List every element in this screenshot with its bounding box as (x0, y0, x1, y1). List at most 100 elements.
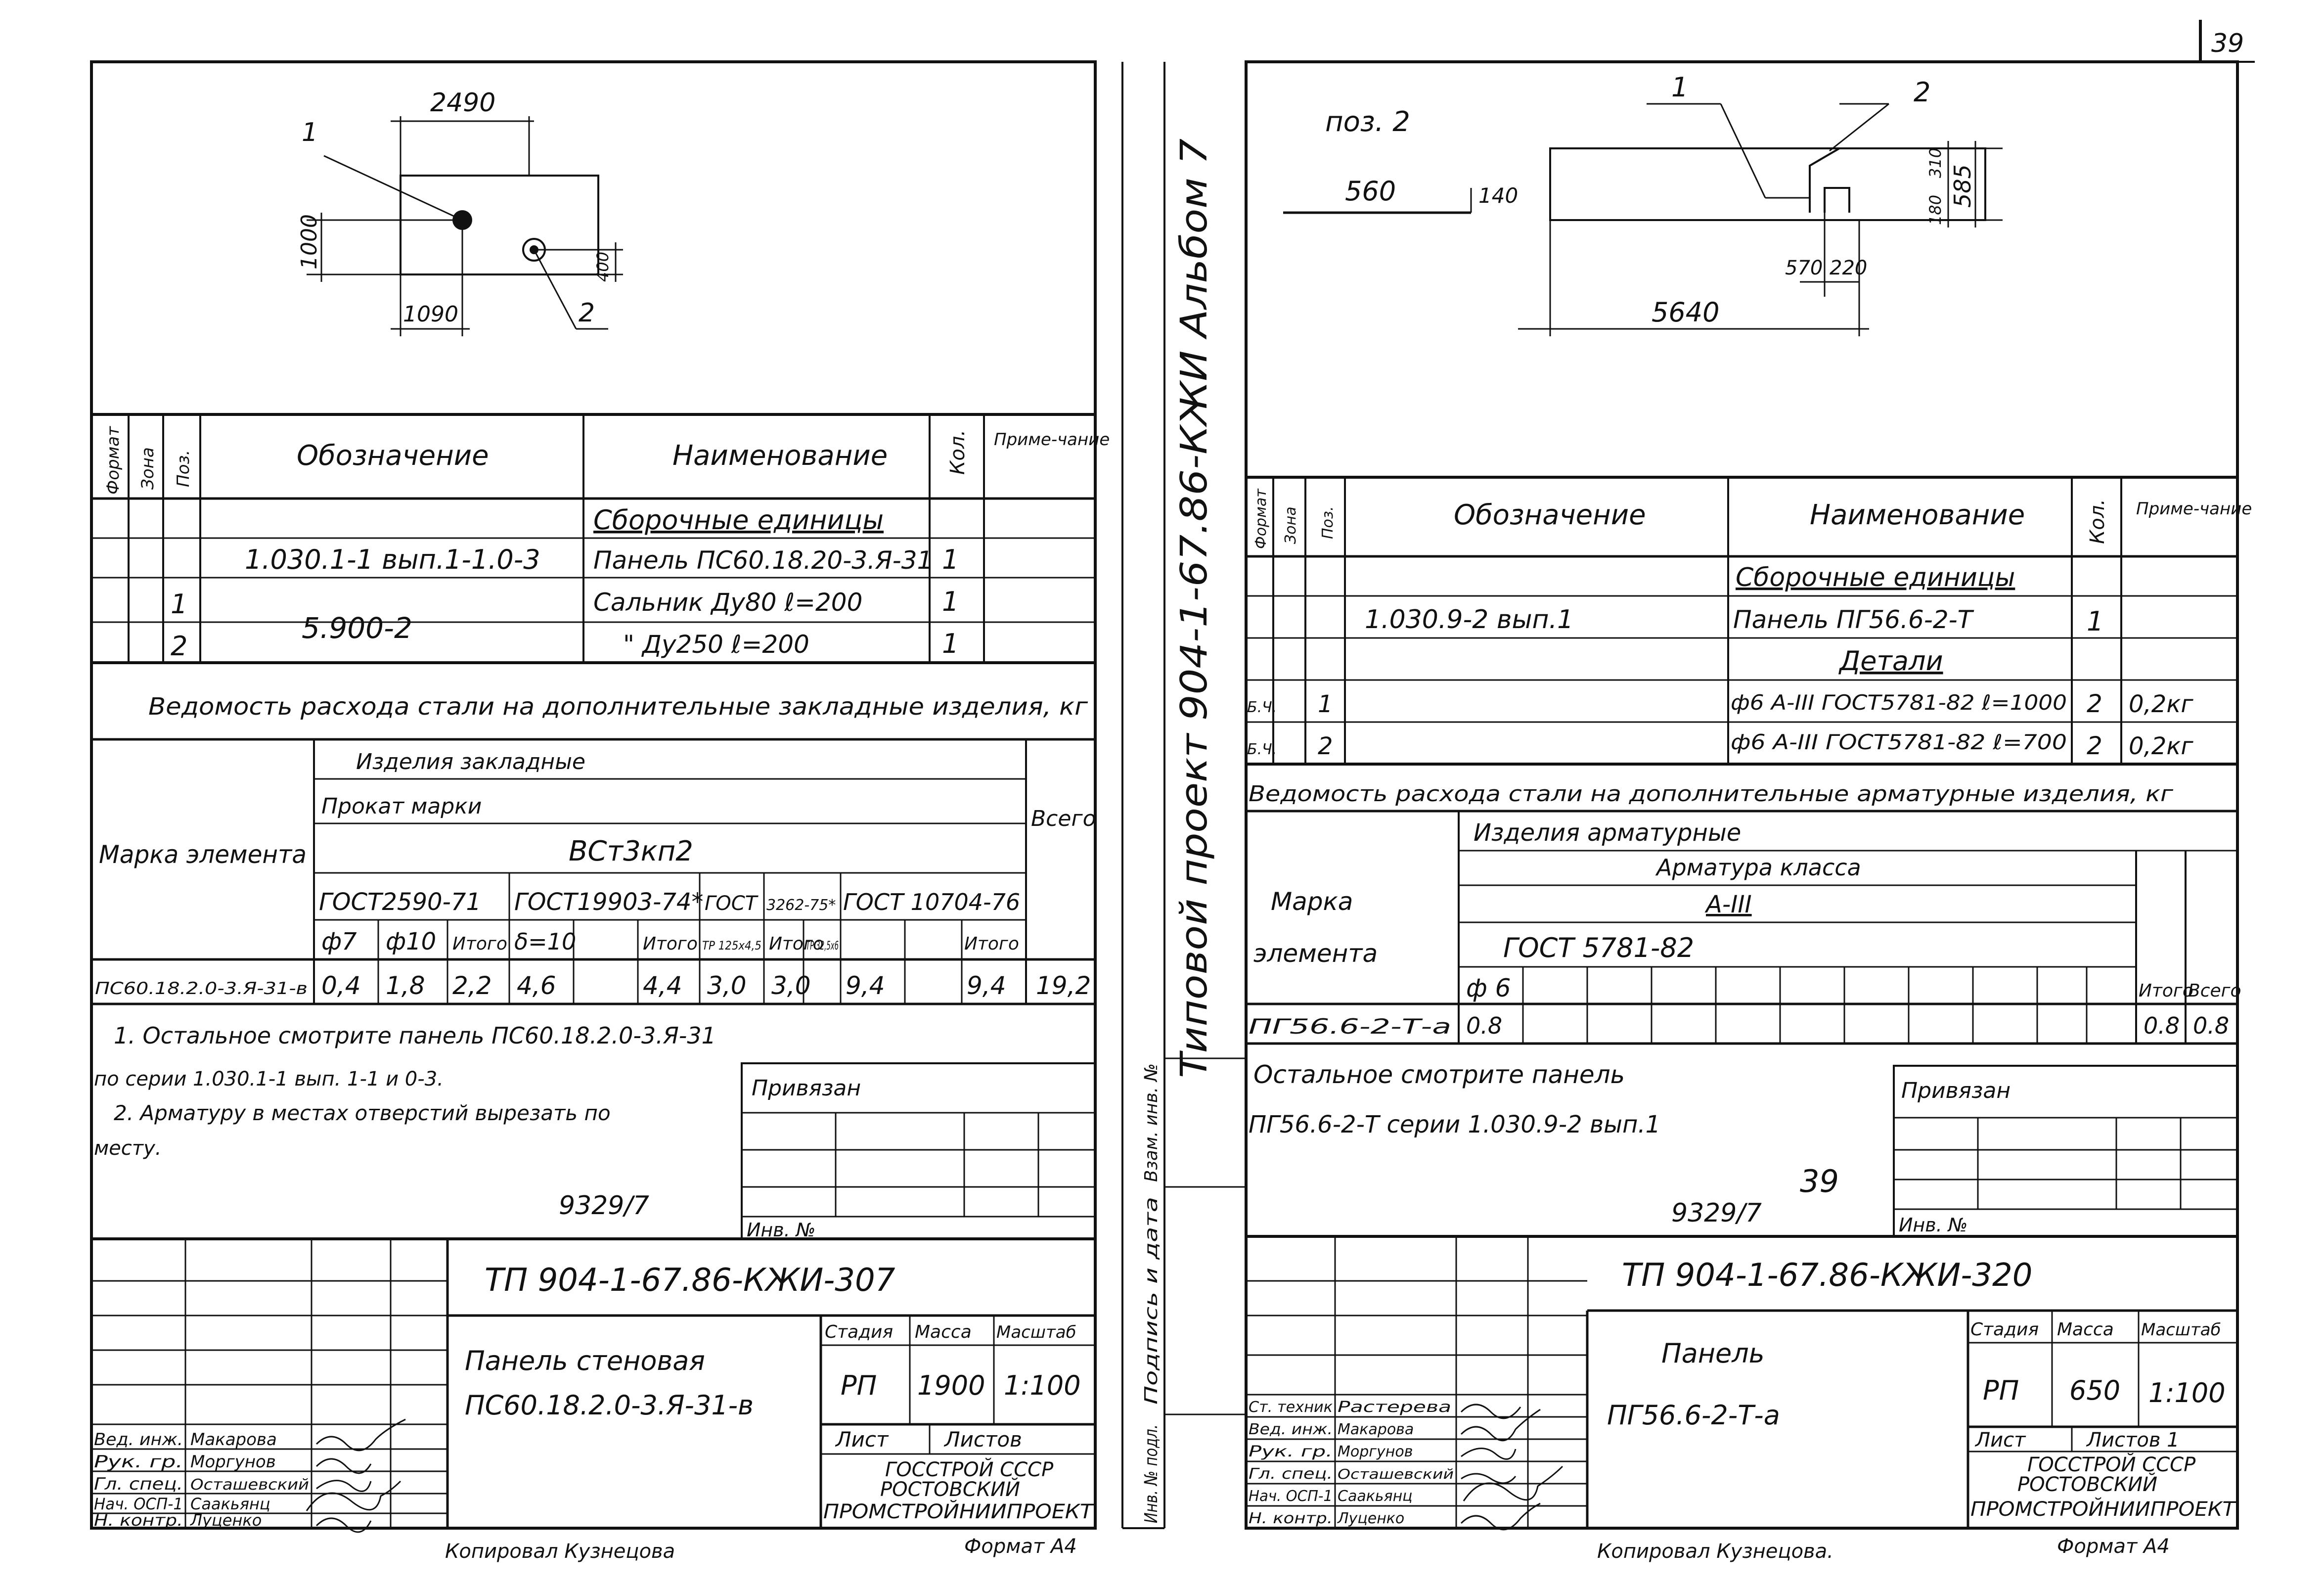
mass-value: 650 (2069, 1375, 2120, 1406)
steel-group1: Изделия арматурные (1474, 819, 1741, 847)
detail2-note: 0,2кг (2129, 732, 2193, 760)
stage-value: РП (841, 1370, 877, 1401)
right-bound-block: Привязан Инв. № 9329/7 (1671, 1065, 2238, 1237)
dim-2490: 2490 (430, 88, 495, 118)
org-1: ГОССТРОЙ СССР (885, 1457, 1054, 1481)
mass-value: 1900 (917, 1370, 985, 1401)
scale-label: Масштаб (2141, 1320, 2221, 1340)
bound-label: Привязан (752, 1076, 861, 1101)
hdr-designation: Обозначение (1454, 499, 1646, 531)
center-strip: Типовой проект 904-1-67.86-КЖИ Альбом 7 … (1121, 62, 1246, 1529)
hdr-note: Приме-чание (994, 430, 1110, 450)
signature-scribble (1463, 1465, 1564, 1501)
hdr-qty: Кол. (946, 430, 969, 475)
signer-name-2: Макарова (1338, 1421, 1414, 1438)
order-no: 9329/7 (559, 1191, 649, 1221)
copied-by: Копировал Кузнецова (445, 1540, 675, 1563)
col-format: Формат (1252, 488, 1270, 549)
steel-group2: Прокат марки (321, 794, 482, 819)
detail1-format: Б.Ч. (1247, 699, 1277, 716)
mass-label: Масса (2057, 1319, 2114, 1340)
callout-2: 2 (579, 298, 595, 328)
signature-scribble (1461, 1473, 1517, 1484)
right-spec-table: Формат Зона Поз. Обозначение Наименовани… (1246, 476, 2252, 766)
scale-value: 1:100 (2148, 1377, 2226, 1408)
signature-scribble (315, 1517, 372, 1533)
steel-grade: ВСт3кп2 (569, 835, 693, 867)
stage-label: Стадия (1970, 1319, 2039, 1340)
left-bound-block: Привязан Инв. № 9329/7 (559, 1062, 1096, 1241)
col-pos: Поз. (1319, 506, 1337, 539)
signature-scribble (1460, 1502, 1541, 1531)
hdr-designation: Обозначение (297, 440, 489, 472)
signer-role-3: Гл. спец. (94, 1474, 183, 1494)
col-zone: Зона (1282, 506, 1299, 544)
signer-name-6: Луценко (1337, 1510, 1404, 1527)
dim-5640: 5640 (1652, 297, 1719, 328)
row2-designation: 5.900-2 (302, 611, 412, 645)
signer-role-5: Нач. ОСП-1 (1249, 1488, 1333, 1505)
pos-label: поз. 2 (1325, 106, 1410, 138)
val-itogo2: 4,4 (643, 971, 682, 1000)
bound-label: Привязан (1901, 1078, 2011, 1103)
val-itogo4: 9,4 (967, 971, 1006, 1000)
org-1: ГОССТРОЙ СССР (2027, 1453, 2196, 1476)
stage-value: РП (1983, 1375, 2019, 1406)
signer-name-1: Макарова (190, 1430, 277, 1450)
row1-qty: 1 (2087, 606, 2103, 637)
std-3262: 3262-75* (766, 897, 836, 914)
col-format: Формат (103, 426, 123, 495)
stage-label: Стадия (825, 1322, 893, 1342)
dim-560: 560 (1345, 176, 1396, 207)
section-assembly: Сборочные единицы (593, 504, 884, 536)
dim-400: 400 (593, 252, 612, 282)
sub-f7: ф7 (321, 928, 357, 955)
sheets-label: Листов 1 (2086, 1429, 2180, 1452)
org-2: РОСТОВСКИЙ (2017, 1472, 2157, 1496)
sub-tr1: ТР 125х4,5 (702, 939, 761, 953)
col-zone: Зона (138, 447, 158, 490)
left-title-block: ТП 904-1-67.86-КЖИ-307 Панель стеновая П… (91, 1237, 1095, 1533)
doc-code: ТП 904-1-67.86-КЖИ-320 (1622, 1257, 2032, 1294)
callout-1: 1 (302, 118, 318, 147)
val-tr2: 9,4 (846, 971, 885, 1000)
steel-standard: ГОСТ 5781-82 (1503, 932, 1694, 963)
org-2: РОСТОВСКИЙ (880, 1477, 1020, 1501)
hdr-name: Наименование (672, 440, 888, 472)
signer-role-4: Нач. ОСП-1 (94, 1495, 183, 1513)
right-drawing: поз. 2 560 140 5640 570 220 180 310 585 (1283, 72, 2003, 336)
signer-role-6: Н. контр. (1249, 1510, 1333, 1527)
title-name: Панель стеновая (465, 1345, 705, 1376)
signer-role-1: Ст. техник (1249, 1399, 1333, 1416)
page-number: 39 (2211, 29, 2244, 58)
left-spec-table: Формат Зона Поз. Обозначение Наименовани… (91, 413, 1110, 664)
row1-qty: 1 (942, 544, 959, 575)
signer-role-2: Вед. инж. (1249, 1421, 1333, 1438)
org-3: ПРОМСТРОЙНИИПРОЕКТ (1970, 1497, 2237, 1521)
detail2-format: Б.Ч. (1247, 741, 1277, 758)
dim-220: 220 (1830, 257, 1867, 279)
sheet-label: Лист (835, 1427, 889, 1452)
right-sheet: поз. 2 560 140 5640 570 220 180 310 585 (1245, 60, 2252, 1563)
steel-mark-header-2: элемента (1253, 939, 1378, 968)
note-1b: по серии 1.030.1-1 вып. 1-1 и 0-3. (94, 1068, 444, 1090)
inv-label: Инв. № (747, 1219, 815, 1241)
detail2-name: ф6 А-III ГОСТ5781-82 ℓ=700 (1731, 730, 2067, 754)
val-itogo1: 2,2 (452, 971, 492, 1000)
steel-row-mark: ПГ56.6-2-Т-а (1249, 1014, 1451, 1039)
signer-role-1: Вед. инж. (94, 1430, 183, 1450)
right-notes: Остальное смотрите панель ПГ56.6-2-Т сер… (1249, 1060, 1839, 1199)
left-sheet: 2490 1000 1090 400 1 2 (90, 60, 1110, 1563)
row1-designation: 1.030.1-1 вып.1-1.0-3 (245, 544, 540, 575)
row3-qty: 1 (942, 628, 959, 659)
row2-name: Сальник Ду80 ℓ=200 (593, 588, 862, 617)
right-steel-table: Ведомость расхода стали на дополнительны… (1246, 781, 2241, 1045)
scale-label: Масштаб (996, 1322, 1076, 1342)
title-mark: ПС60.18.2.0-3.Я-31-в (465, 1390, 754, 1421)
stamp-inv-podl: Инв. № подл. (1141, 1424, 1162, 1523)
handwritten-number: 39 (1800, 1163, 1839, 1199)
val-total: 19,2 (1036, 971, 1091, 1000)
val-delta: 4,6 (517, 971, 556, 1000)
row1-name: Панель ПС60.18.20-3.Я-31 (593, 546, 933, 575)
note-2b: месту. (94, 1137, 161, 1160)
